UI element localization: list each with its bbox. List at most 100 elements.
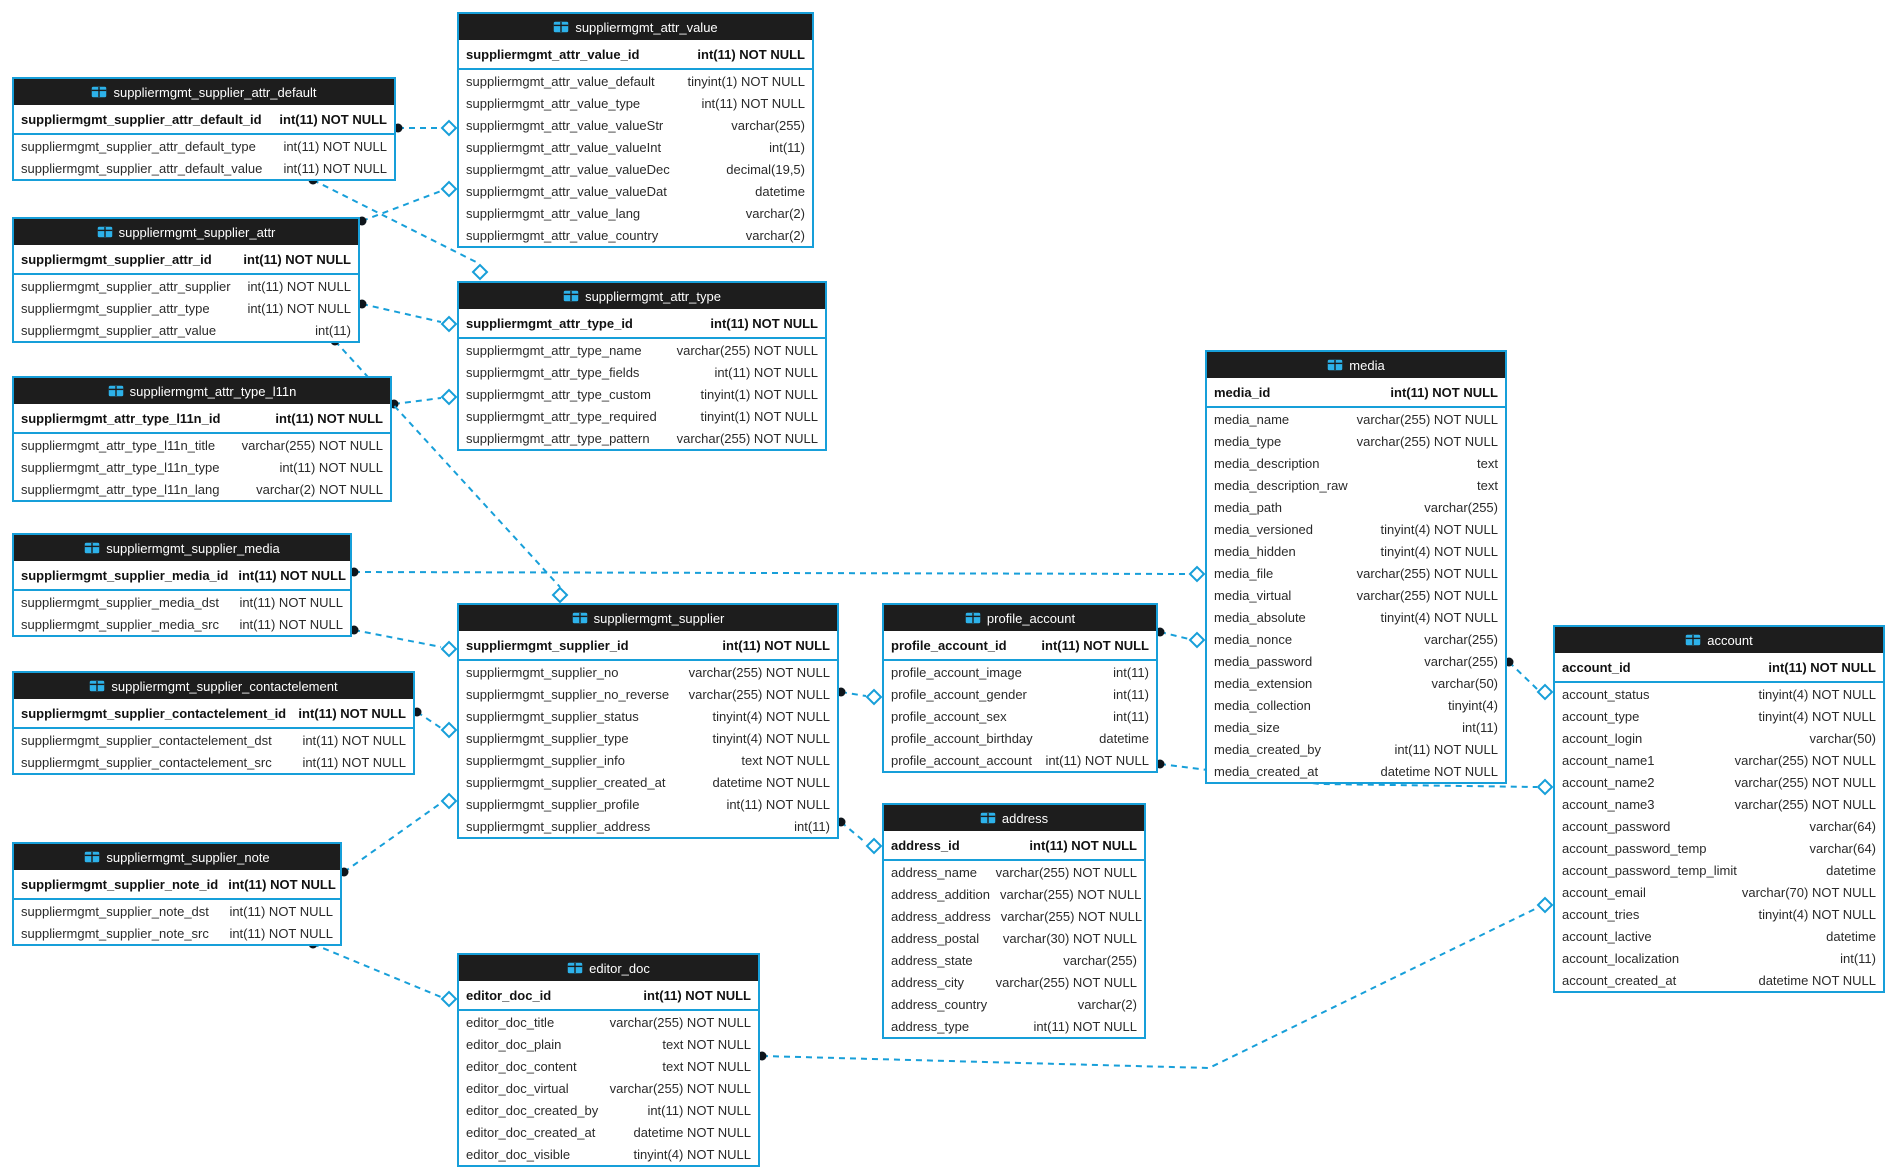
table-header[interactable]: suppliermgmt_supplier_note	[14, 844, 340, 870]
relationship-line[interactable]	[1508, 661, 1538, 690]
table-header[interactable]: suppliermgmt_supplier	[459, 605, 837, 631]
relationship-suppliermgmt_supplier_media-to-suppliermgmt_supplier[interactable]	[349, 625, 458, 658]
relationship-suppliermgmt_attr_type_l11n-to-suppliermgmt_attr_type[interactable]	[389, 388, 458, 409]
relationship-line[interactable]	[312, 179, 481, 265]
relationship-suppliermgmt_supplier_note-to-suppliermgmt_supplier[interactable]	[339, 792, 458, 877]
table-header[interactable]: media	[1207, 352, 1505, 378]
relationship-line[interactable]	[393, 397, 442, 405]
table-header[interactable]: suppliermgmt_attr_type_l11n	[14, 378, 390, 404]
relationship-suppliermgmt_supplier_media-to-media[interactable]	[349, 565, 1206, 583]
table-suppliermgmt_supplier[interactable]: suppliermgmt_supplier suppliermgmt_suppli…	[457, 603, 839, 839]
relationship-line[interactable]	[840, 821, 867, 844]
relationship-line[interactable]	[416, 711, 442, 729]
relationship-line[interactable]	[343, 802, 442, 873]
table-header[interactable]: suppliermgmt_supplier_media	[14, 535, 350, 561]
table-header[interactable]: suppliermgmt_attr_value	[459, 14, 812, 40]
table-header[interactable]: account	[1555, 627, 1883, 653]
relationship-line[interactable]	[1159, 631, 1190, 640]
relationship-line[interactable]	[353, 571, 1190, 575]
relationship-suppliermgmt_supplier-to-profile_account[interactable]	[836, 687, 883, 706]
relationship-editor_doc-to-account[interactable]	[757, 896, 1554, 1070]
column-row[interactable]: suppliermgmt_supplier_contactelement_dst…	[14, 729, 413, 751]
table-suppliermgmt_supplier_media[interactable]: suppliermgmt_supplier_media suppliermgmt_…	[12, 533, 352, 637]
relationship-line[interactable]	[312, 943, 442, 998]
table-header[interactable]: suppliermgmt_supplier_attr_default	[14, 79, 394, 105]
table-header[interactable]: suppliermgmt_attr_type	[459, 283, 825, 309]
relationship-line[interactable]	[361, 303, 442, 323]
table-header[interactable]: editor_doc	[459, 955, 758, 981]
relationship-suppliermgmt_supplier_attr-to-suppliermgmt_attr_value[interactable]	[357, 180, 458, 226]
table-header[interactable]: address	[884, 805, 1144, 831]
